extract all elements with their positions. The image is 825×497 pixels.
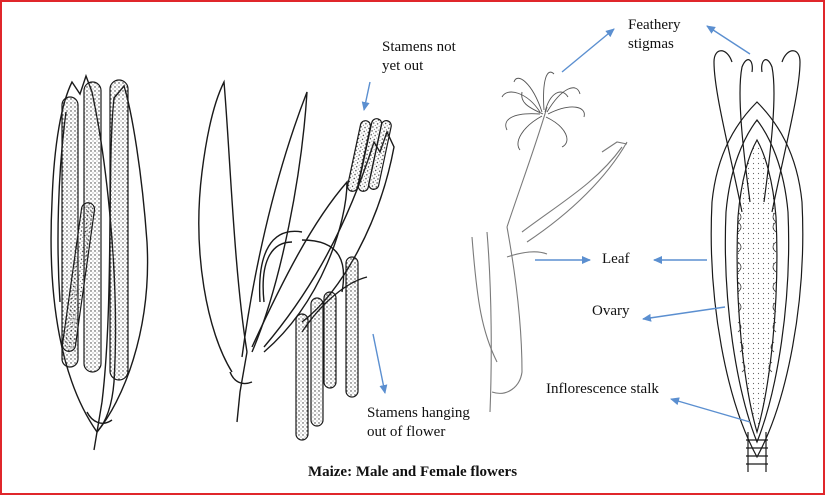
label-feathery-stigmas: Feathery stigmas (628, 16, 680, 54)
label-stamens-hanging-line1: Stamens hanging (367, 404, 470, 423)
label-feathery-stigmas-line2: stigmas (628, 35, 680, 54)
label-ovary: Ovary (592, 302, 630, 321)
arrow-feathery-stigmas-right (707, 26, 750, 54)
arrow-feathery-stigmas-left (562, 29, 614, 72)
label-stamens-hanging-line2: out of flower (367, 423, 470, 442)
label-stamens-not-yet-out: Stamens not yet out (382, 38, 456, 76)
label-stamens-not-yet-out-line2: yet out (382, 57, 456, 76)
male-anthers-closed (62, 80, 128, 380)
arrow-ovary (643, 307, 725, 319)
arrow-stamens-hanging (373, 334, 385, 393)
label-inflorescence-stalk: Inflorescence stalk (546, 380, 659, 399)
label-stamens-hanging: Stamens hanging out of flower (367, 404, 470, 442)
female-silk-tuft (502, 72, 584, 150)
arrow-stamens-not-yet-out (364, 82, 370, 110)
label-stamens-not-yet-out-line1: Stamens not (382, 38, 456, 57)
label-feathery-stigmas-line1: Feathery (628, 16, 680, 35)
label-leaf: Leaf (602, 250, 629, 269)
figure-caption: Maize: Male and Female flowers (2, 464, 823, 481)
annotation-arrows (364, 26, 750, 422)
female-ear-section (711, 51, 803, 472)
